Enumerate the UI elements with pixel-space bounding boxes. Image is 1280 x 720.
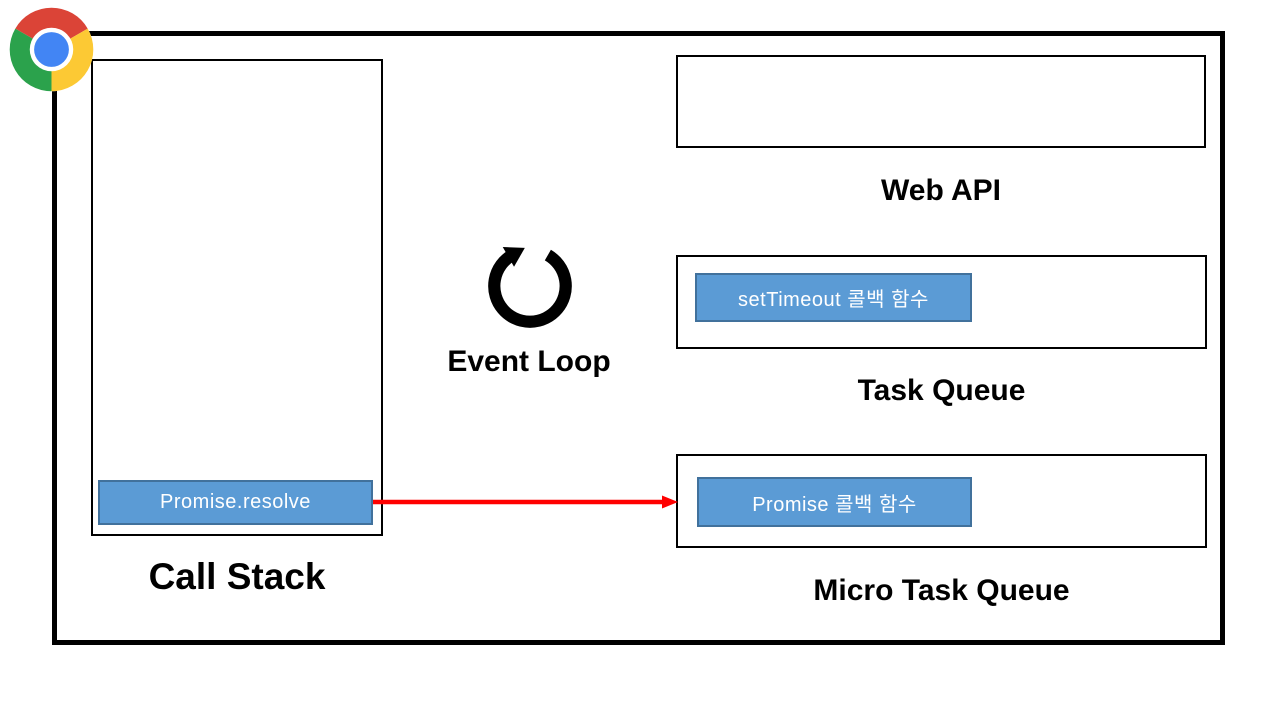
call-stack-container — [91, 59, 383, 536]
web-api-label: Web API — [880, 174, 1001, 207]
call-stack-frame-promise-resolve: Promise.resolve — [98, 480, 373, 525]
call-stack-label: Call Stack — [148, 556, 326, 597]
task-queue-item-label: setTimeout 콜백 함수 — [738, 289, 929, 311]
event-loop-label: Event Loop — [447, 345, 611, 378]
task-queue-label: Task Queue — [857, 374, 1026, 407]
task-queue-item-settimeout: setTimeout 콜백 함수 — [695, 273, 972, 322]
web-api-container — [676, 55, 1206, 148]
micro-task-queue-item-promise: Promise 콜백 함수 — [697, 477, 972, 527]
promise-to-microtask-arrow — [373, 495, 678, 509]
micro-task-queue-item-label: Promise 콜백 함수 — [752, 493, 917, 516]
micro-task-queue-label: Micro Task Queue — [813, 574, 1070, 607]
call-stack-frame-label: Promise.resolve — [160, 491, 311, 513]
event-loop-circular-arrow-icon — [488, 246, 572, 328]
chrome-logo-icon — [9, 7, 94, 92]
